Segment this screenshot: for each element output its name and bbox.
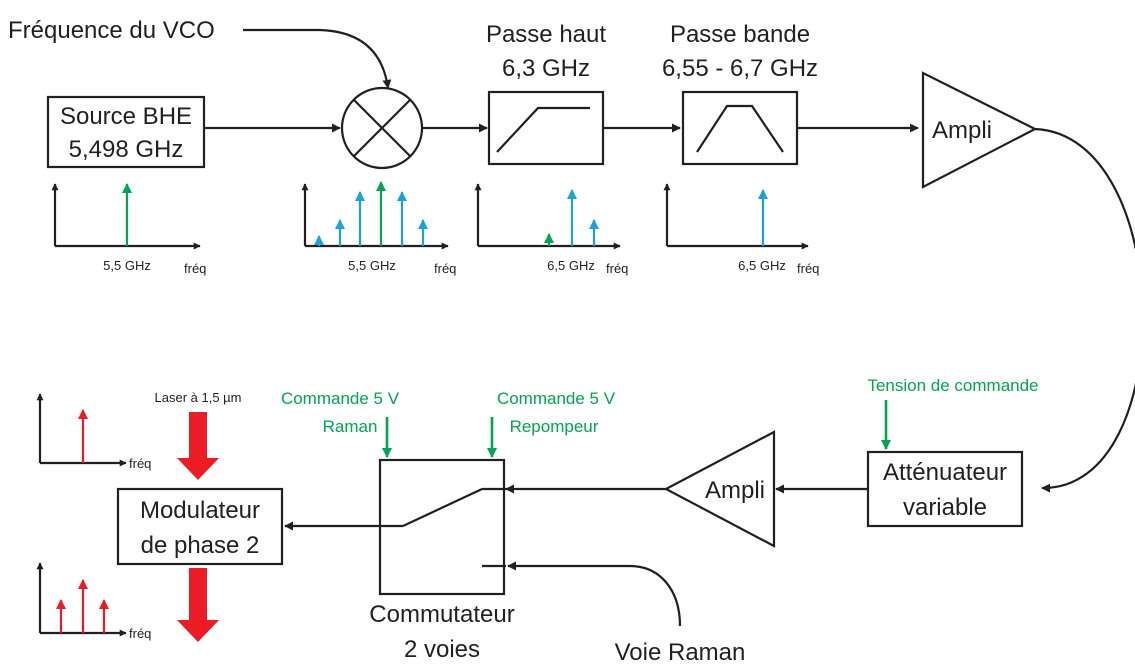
vco-input-arrow [243,28,392,89]
laser-output-arrow [177,568,219,642]
spectrum-mixer-axis: fréq [434,261,456,276]
switch-symbol [380,487,506,568]
spectrum-laser-in [36,393,127,467]
raman-path-label: Voie Raman [615,639,746,666]
source-bhe-box [46,95,206,169]
amplifier-1-label: Ampli [932,117,992,144]
highpass-filter-box [487,90,605,166]
amplifier-2-label: Ampli [705,477,765,504]
spectrum-bandpass [663,183,809,250]
highpass-response-icon [496,106,590,153]
command-repump-line2: Repompeur [510,417,599,436]
bandpass-range: 6,55 - 6,7 GHz [662,55,818,82]
vco-frequency-label: Fréquence du VCO [8,17,215,44]
command-repump-line1: Commande 5 V [497,389,616,408]
bandpass-filter-box [681,90,799,166]
laser-label: Laser à 1,5 µm [155,390,242,405]
source-bhe-label: Source BHE [60,103,192,130]
spectrum-laser-in-axis: fréq [129,456,151,471]
spectrum-mixer-tick: 5,5 GHz [348,258,396,273]
tension-command-label: Tension de commande [867,376,1038,395]
highpass-cutoff: 6,3 GHz [502,55,590,82]
spectrum-bandpass-tick: 6,5 GHz [738,258,786,273]
spectrum-highpass-axis: fréq [606,261,628,276]
attenuator-box [866,450,1024,528]
spectrum-laser-out-axis: fréq [129,626,151,641]
source-bhe-frequency: 5,498 GHz [69,136,184,163]
attenuator-label: Atténuateur [883,459,1007,486]
bandpass-title: Passe bande [670,21,810,48]
raman-path-arrow [507,561,682,627]
spectrum-mixer [301,181,449,250]
attenuator-type: variable [903,494,987,521]
amplifier-2-triangle [663,430,776,548]
spectrum-highpass [474,183,621,250]
spectrum-source [51,183,201,250]
command-raman-line2: Raman [323,417,378,436]
spectrum-laser-out [36,562,127,637]
highpass-title: Passe haut [486,21,606,48]
command-raman-line1: Commande 5 V [281,389,400,408]
switch-type: 2 voies [404,636,480,663]
amp-to-attenuator-arrow [1034,127,1135,493]
mixer-symbol [340,86,424,170]
phase-modulator-box [116,487,284,566]
spectrum-source-axis: fréq [184,261,206,276]
laser-input-arrow [177,412,219,480]
switch-label: Commutateur [369,601,514,628]
spectrum-bandpass-axis: fréq [797,261,819,276]
phase-modulator-number: de phase 2 [141,532,260,559]
bandpass-response-icon [696,104,784,153]
spectrum-highpass-tick: 6,5 GHz [547,258,595,273]
spectrum-source-tick: 5,5 GHz [103,258,151,273]
phase-modulator-label: Modulateur [140,497,260,524]
amplifier-1-triangle [921,71,1038,189]
